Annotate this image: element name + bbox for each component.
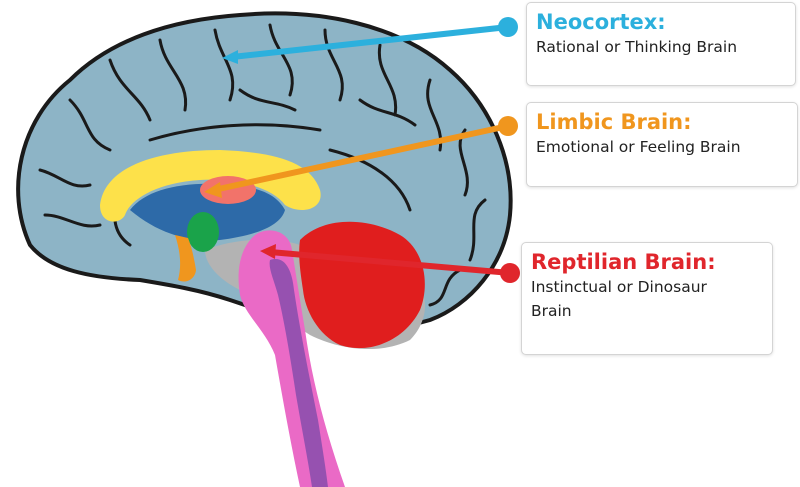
- neocortex-label-box: Neocortex: Rational or Thinking Brain: [526, 2, 796, 86]
- limbic-description: Emotional or Feeling Brain: [536, 138, 741, 156]
- reptilian-description-line1: Instinctual or Dinosaur: [531, 278, 707, 296]
- neocortex-pointer-dot: [498, 17, 518, 37]
- reptilian-pointer-line: [269, 249, 511, 276]
- limbic-pointer-tip: [204, 182, 222, 198]
- spinal-cord: [269, 259, 328, 487]
- cortex-sulci: [38, 23, 487, 307]
- limbic-title: Limbic Brain:: [536, 110, 692, 134]
- neocortex-pointer-tip: [222, 50, 238, 64]
- limbic-pointer-line: [213, 123, 509, 193]
- reptilian-pointer-tip: [260, 244, 276, 259]
- limbic-pointer-dot: [498, 116, 518, 136]
- neocortex-description: Rational or Thinking Brain: [536, 38, 738, 56]
- pituitary-stalk: [175, 235, 196, 282]
- limbic-arc: [100, 150, 321, 222]
- neocortex-pointer-line: [231, 24, 509, 60]
- reptilian-label-box: Reptilian Brain: Instinctual or Dinosaur…: [521, 242, 773, 355]
- neocortex-title: Neocortex:: [536, 10, 666, 34]
- reptilian-description-line2: Brain: [531, 302, 572, 320]
- reptilian-pointer-dot: [500, 263, 520, 283]
- limbic-label-box: Limbic Brain: Emotional or Feeling Brain: [526, 102, 798, 187]
- amygdala: [187, 212, 219, 252]
- cerebellum: [299, 221, 425, 349]
- reptilian-title: Reptilian Brain:: [531, 250, 716, 274]
